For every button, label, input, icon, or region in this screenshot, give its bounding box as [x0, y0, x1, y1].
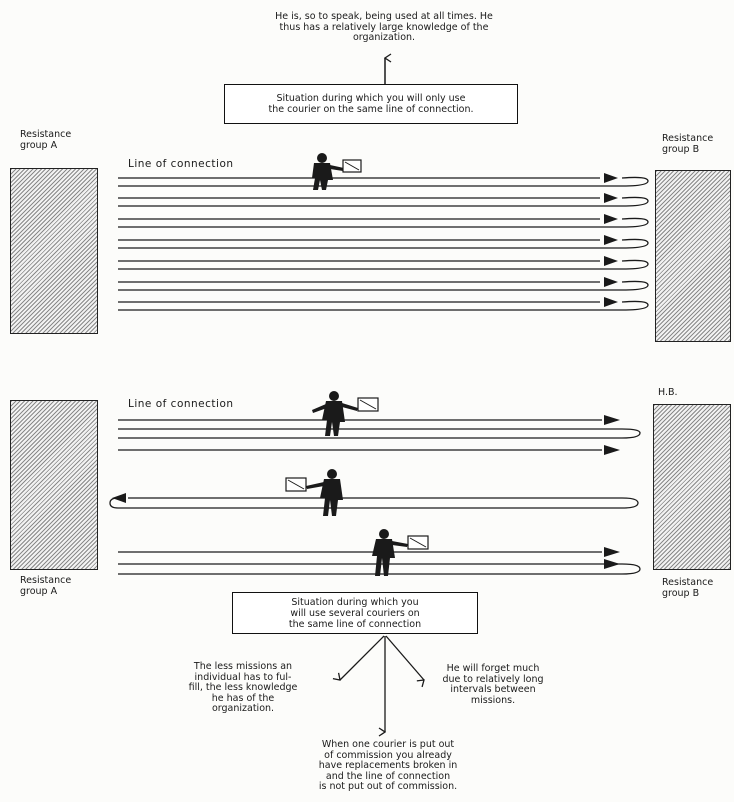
upper-arrowheads [604, 173, 618, 307]
arrow-to-right-consequence [386, 636, 424, 680]
upper-courier-figure [312, 153, 344, 190]
lower-courier-2-figure [306, 469, 343, 516]
upper-connection-lines [118, 177, 648, 310]
arrow-to-left-consequence [340, 636, 384, 680]
